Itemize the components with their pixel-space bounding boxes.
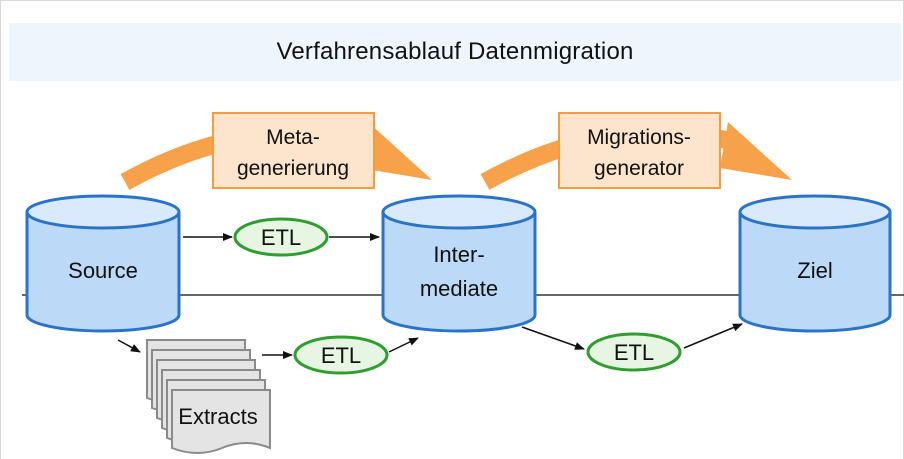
arrow-source-to-extracts [117, 339, 141, 353]
document-icon [146, 339, 271, 454]
etl-label-bottom-right: ETL [614, 340, 654, 365]
database-label-ziel: Ziel [797, 258, 832, 283]
diagram-title: Verfahrensablauf Datenmigration [276, 38, 634, 65]
arrow-intermediate-to-etl [521, 326, 585, 350]
process-label-meta-line1: Meta- [266, 126, 320, 149]
etl-label-bottom-left: ETL [321, 343, 361, 368]
arrow-etl-to-intermediate-bottom [388, 337, 419, 353]
database-intermediate: Inter- mediate [381, 194, 537, 333]
database-label-intermediate-line1: Inter- [433, 242, 484, 267]
process-box-metagenerierung: Meta- generierung [212, 112, 375, 189]
etl-top: ETL [183, 217, 380, 257]
extracts-label: Extracts [178, 404, 257, 429]
process-label-meta-line2: generierung [237, 157, 349, 180]
database-source: Source [25, 194, 181, 333]
process-label-migration-line2: generator [594, 157, 684, 180]
arrow-etl-to-ziel [683, 323, 743, 349]
etl-bottom-left: ETL [262, 335, 419, 375]
extracts-document-stack: Extracts [117, 339, 271, 454]
database-label-source: Source [68, 258, 138, 283]
title-bar: Verfahrensablauf Datenmigration [9, 23, 901, 81]
etl-label-top: ETL [261, 225, 301, 250]
process-box-migrationsgenerator: Migrations- generator [558, 112, 721, 189]
process-label-migration-line1: Migrations- [587, 126, 691, 149]
database-ziel: Ziel [738, 194, 892, 333]
database-label-intermediate-line2: mediate [420, 276, 498, 301]
etl-bottom-right: ETL [521, 323, 743, 372]
